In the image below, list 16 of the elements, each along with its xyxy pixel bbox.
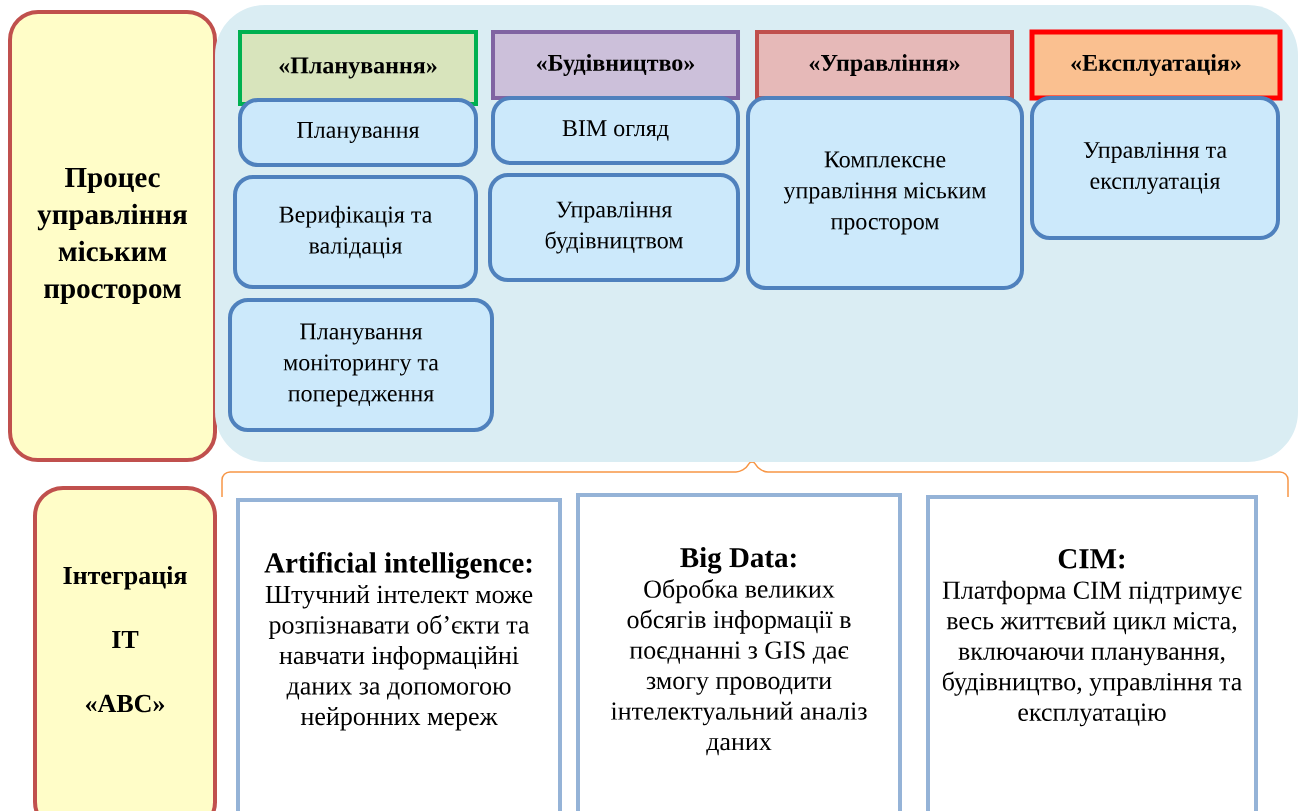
- process-box: Управління будівництвом: [488, 173, 740, 282]
- process-box: Планування моніторингу та попередження: [228, 298, 494, 432]
- process-box: Верифікація та валідація: [233, 175, 478, 289]
- text-card: Big Data: Обробка великих обсягів інформації в поєднанні з GIS дає змогу проводити інтелектуальний аналіз даних: [576, 493, 902, 811]
- title-box: Інтеграція IT «ABC»: [33, 486, 217, 811]
- stage-header: «Управління»: [755, 30, 1014, 100]
- process-box: Управління та експлуатація: [1030, 96, 1280, 240]
- stage-header: «Будівництво»: [491, 30, 740, 100]
- stage-header: «Планування»: [238, 30, 478, 106]
- process-box: Комплексне управління міським простором: [746, 96, 1024, 290]
- text-card: CIM: Платформа CIM підтримує весь життєвий цикл міста, включаючи планування, будівництво, управління та експлуатацію: [926, 495, 1258, 811]
- text-card: Artificial intelligence: Штучний інтелект може розпізнавати об’єкти та навчати інформаційні даних за допомогою нейронних мереж: [236, 498, 562, 811]
- title-box: Процес управління міським простором: [8, 10, 217, 462]
- process-box: BIM огляд: [491, 96, 740, 165]
- stage-header: «Експлуатація»: [1029, 29, 1283, 101]
- process-box: Планування: [238, 98, 478, 167]
